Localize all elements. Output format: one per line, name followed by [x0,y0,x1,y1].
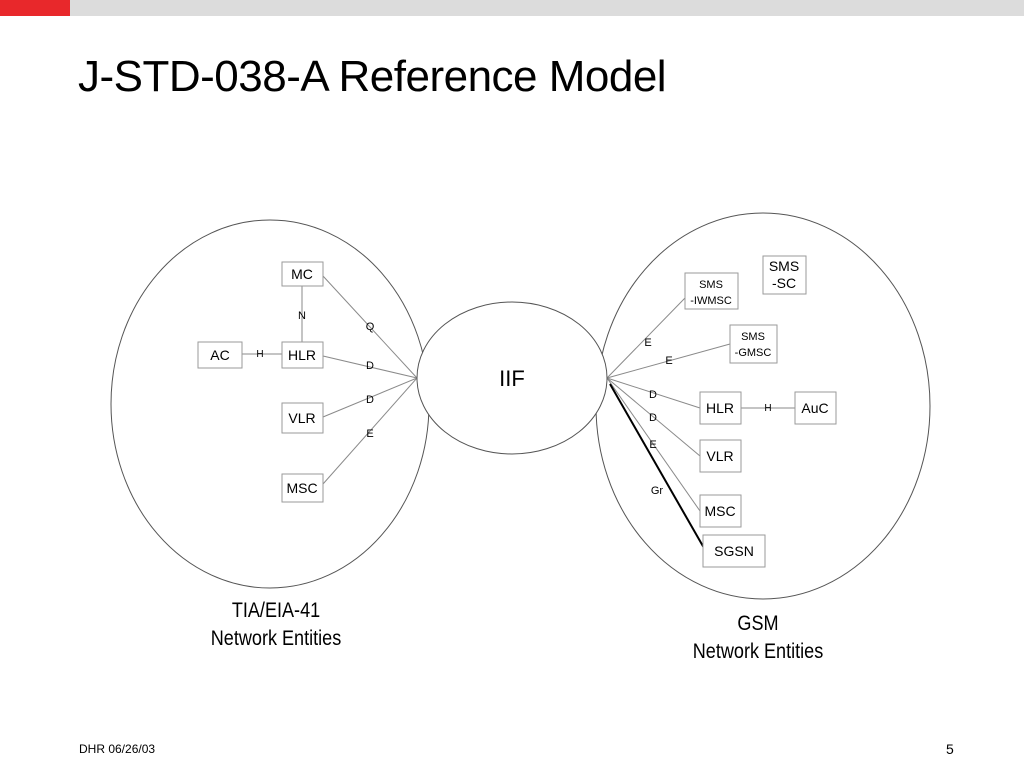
iface-q: Q [366,321,375,333]
iface-d-left-2: D [366,394,374,406]
node-hlr-right-label: HLR [706,400,734,416]
node-sms-iwmsc: SMS -IWMSC [684,272,739,310]
iif-node [416,301,608,455]
link-iif-sms-iwmsc [606,297,686,379]
node-mc: MC [281,261,324,287]
link-iif-hlr [606,377,701,409]
node-sms-iwmsc-line1: SMS [699,279,723,291]
gsm-caption: GSM Network Entities [672,610,844,666]
node-mc-label: MC [291,266,313,282]
node-hlr-left-label: HLR [288,347,316,363]
node-msc-right-label: MSC [704,503,735,519]
node-vlr-right: VLR [699,439,742,473]
link-hlr-iif [322,355,418,379]
iface-e-right-2: E [665,355,672,367]
node-sms-gmsc-line1: SMS [741,331,765,343]
link-iif-sgsn [609,383,705,549]
iface-h-right: H [764,403,771,414]
tia-eia-41-caption-line2: Network Entities [210,627,342,650]
node-msc-left-label: MSC [286,480,317,496]
iface-d-right-2: D [649,412,657,424]
link-iif-sms-gmsc [606,343,731,379]
node-sms-sc-line1: SMS [769,258,799,274]
iface-n: N [298,310,306,322]
page-number: 5 [946,741,954,757]
slide-title: J-STD-038-A Reference Model [78,52,667,101]
link-msc-iif [322,377,418,485]
gsm-caption-line1: GSM [737,612,779,635]
link-vlr-iif [322,377,418,418]
node-auc: AuC [794,391,837,425]
node-sms-iwmsc-line2: -IWMSC [690,295,732,307]
accent-bar-gray [70,0,1024,16]
node-hlr-left: HLR [281,341,324,369]
footer-author-date: DHR 06/26/03 [79,742,156,756]
node-sms-gmsc: SMS -GMSC [729,324,778,364]
node-msc-left: MSC [281,473,324,503]
iface-h-left: H [256,349,263,360]
link-mc-iif [322,275,418,379]
link-iif-vlr [606,377,701,457]
node-sms-gmsc-line2: -GMSC [735,347,772,359]
tia-eia-41-boundary [110,219,430,589]
iface-gr: Gr [651,485,664,497]
link-iif-msc [606,377,701,512]
node-ac-label: AC [210,347,229,363]
node-vlr-left: VLR [281,402,324,434]
node-sgsn: SGSN [702,534,766,568]
node-sms-sc: SMS -SC [762,255,807,295]
tia-eia-41-caption-line1: TIA/EIA-41 [231,599,321,622]
node-vlr-left-label: VLR [288,410,315,426]
iface-e-left: E [366,428,373,440]
gsm-caption-line2: Network Entities [692,640,824,663]
iif-label: IIF [499,366,525,391]
node-auc-label: AuC [801,400,828,416]
tia-eia-41-caption: TIA/EIA-41 Network Entities [190,597,362,653]
node-msc-right: MSC [699,494,742,528]
node-hlr-right: HLR [699,391,742,425]
accent-bar-red [0,0,70,16]
node-sgsn-label: SGSN [714,543,754,559]
iface-d-left-1: D [366,360,374,372]
iface-e-right-1: E [644,337,651,349]
iface-d-right-1: D [649,389,657,401]
node-sms-sc-line2: -SC [772,275,796,291]
node-ac: AC [197,341,243,369]
iface-e-right-3: E [649,439,656,451]
node-vlr-right-label: VLR [706,448,733,464]
